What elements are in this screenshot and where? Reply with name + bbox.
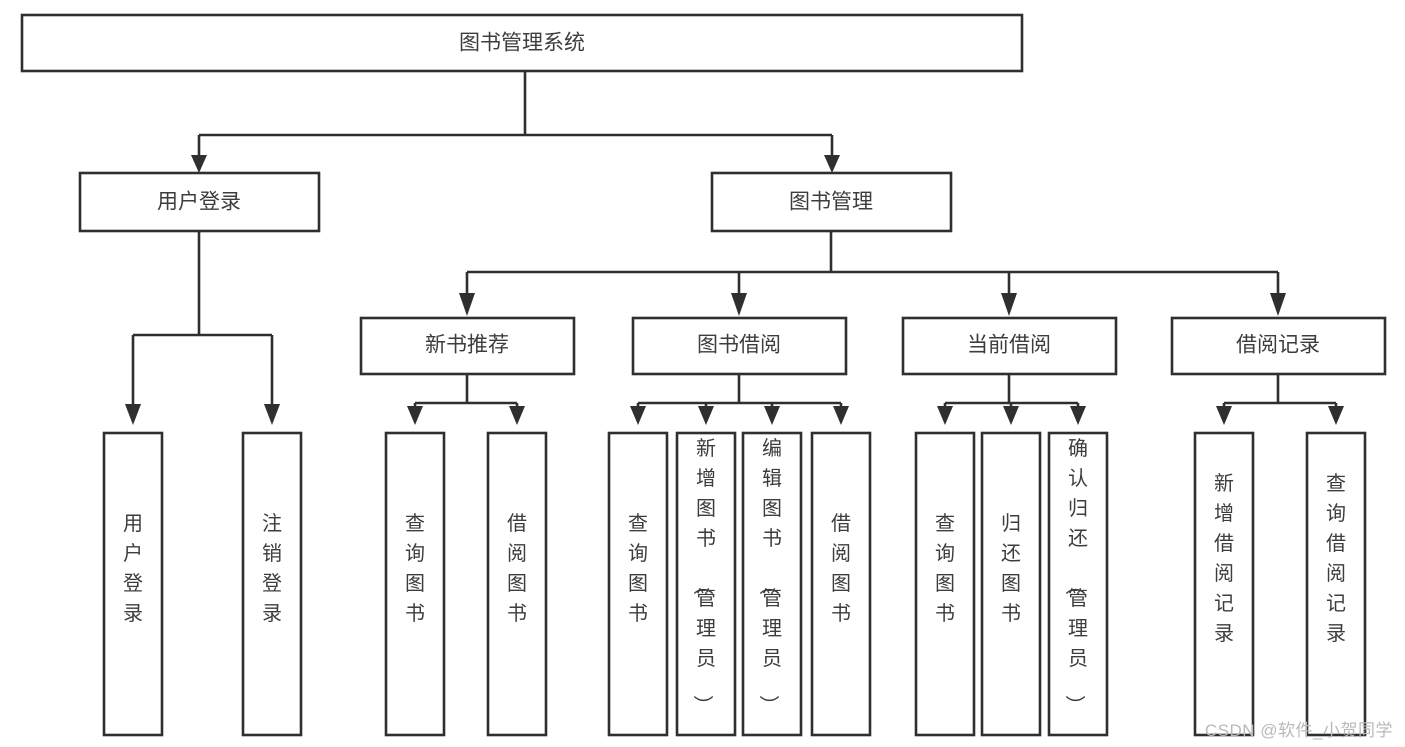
leaf-query-books-3-label: 查询图书 (935, 512, 955, 625)
arrow-to-user-login (191, 155, 207, 173)
leaf-edit-book-box[interactable] (741, 431, 803, 737)
arrow-to-book-borrow (731, 293, 747, 316)
connector-borrow-records-leaves (1216, 374, 1344, 425)
connector-book-borrow-leaves (630, 374, 849, 425)
leaf-borrow-books-1-label: 借阅图书 (507, 512, 527, 625)
leaf-node-query-books-3[interactable]: 查询图书 (914, 431, 976, 737)
leaf-node-user-login[interactable]: 用户登录 (102, 431, 164, 737)
node-book-management[interactable]: 图书管理 (710, 171, 953, 233)
connector-new-books-leaves (407, 374, 525, 425)
leaf-return-book-box[interactable] (980, 431, 1042, 737)
leaf-node-borrow-books-2[interactable]: 借阅图书 (810, 431, 872, 737)
new-book-recommend-box[interactable] (359, 316, 576, 376)
leaf-logout-box[interactable] (241, 431, 303, 737)
user-login-label: 用户登录 (157, 191, 241, 214)
arrow-to-new-books (459, 293, 475, 316)
leaf-node-return-book[interactable]: 归还图书 (980, 431, 1042, 737)
current-borrow-box[interactable] (901, 316, 1118, 376)
node-user-login[interactable]: 用户登录 (78, 171, 321, 233)
leaf-add-borrow-record-box[interactable] (1193, 431, 1255, 737)
node-current-borrow[interactable]: 当前借阅 (901, 316, 1118, 376)
leaf-borrow-books-1-box[interactable] (486, 431, 548, 737)
leaf-borrow-books-2-label: 借阅图书 (831, 512, 851, 625)
new-book-recommend-label: 新书推荐 (425, 334, 509, 357)
leaf-node-borrow-books-1[interactable]: 借阅图书 (486, 431, 548, 737)
connector-user-login-leaves (125, 231, 280, 425)
book-borrow-label: 图书借阅 (697, 334, 781, 357)
current-borrow-label: 当前借阅 (967, 334, 1051, 357)
leaf-node-logout[interactable]: 注销登录 (241, 431, 303, 737)
arrow-to-book-mgmt (824, 155, 840, 173)
arrow-to-borrow-records (1270, 293, 1286, 316)
connector-current-borrow-leaves (937, 374, 1086, 425)
leaf-confirm-return-box[interactable] (1047, 431, 1109, 737)
user-login-box[interactable] (78, 171, 321, 233)
connector-book-mgmt-children (459, 231, 1286, 316)
leaf-logout-label: 注销登录 (262, 512, 282, 625)
leaf-confirm-return-label: 确认归还（管理员） (1063, 437, 1088, 715)
leaf-node-query-books-2[interactable]: 查询图书 (607, 431, 669, 737)
leaf-return-book-label: 归还图书 (1001, 512, 1021, 625)
arrow-to-leaf-logout (264, 404, 280, 425)
root-label: 图书管理系统 (459, 32, 585, 55)
node-book-borrow[interactable]: 图书借阅 (631, 316, 848, 376)
node-root[interactable]: 图书管理系统 (20, 13, 1024, 73)
leaf-user-login-box[interactable] (102, 431, 164, 737)
leaf-query-books-3-box[interactable] (914, 431, 976, 737)
node-borrow-records[interactable]: 借阅记录 (1170, 316, 1387, 376)
root-box[interactable] (20, 13, 1024, 73)
arrow-to-leaf-user-login (125, 404, 141, 425)
leaf-query-books-2-label: 查询图书 (628, 512, 648, 625)
leaf-user-login-label: 用户登录 (123, 513, 143, 625)
leaf-query-borrow-record-label: 查询借阅记录 (1326, 472, 1346, 645)
arrow-to-current-borrow (1001, 293, 1017, 316)
leaf-query-books-1-label: 查询图书 (405, 512, 425, 625)
leaf-query-books-1-box[interactable] (384, 431, 446, 737)
leaf-borrow-books-2-box[interactable] (810, 431, 872, 737)
leaf-node-add-borrow-record[interactable]: 新增借阅记录 (1193, 431, 1255, 737)
leaf-add-book-box[interactable] (675, 431, 737, 737)
leaf-node-query-borrow-record[interactable]: 查询借阅记录 (1305, 431, 1367, 737)
leaf-add-book-label: 新增图书（管理员） (691, 437, 716, 715)
leaf-node-confirm-return[interactable]: 确认归还（管理员） (1047, 431, 1109, 737)
connector-root-split (191, 71, 840, 173)
leaf-node-query-books-1[interactable]: 查询图书 (384, 431, 446, 737)
leaf-add-borrow-record-label: 新增借阅记录 (1214, 472, 1234, 645)
leaf-node-edit-book[interactable]: 编辑图书（管理员） (741, 431, 803, 737)
book-management-label: 图书管理 (789, 191, 873, 214)
leaf-query-books-2-box[interactable] (607, 431, 669, 737)
borrow-records-label: 借阅记录 (1236, 334, 1320, 357)
node-new-book-recommend[interactable]: 新书推荐 (359, 316, 576, 376)
leaf-node-add-book[interactable]: 新增图书（管理员） (675, 431, 737, 737)
leaf-query-borrow-record-box[interactable] (1305, 431, 1367, 737)
leaf-edit-book-label: 编辑图书（管理员） (757, 437, 782, 715)
